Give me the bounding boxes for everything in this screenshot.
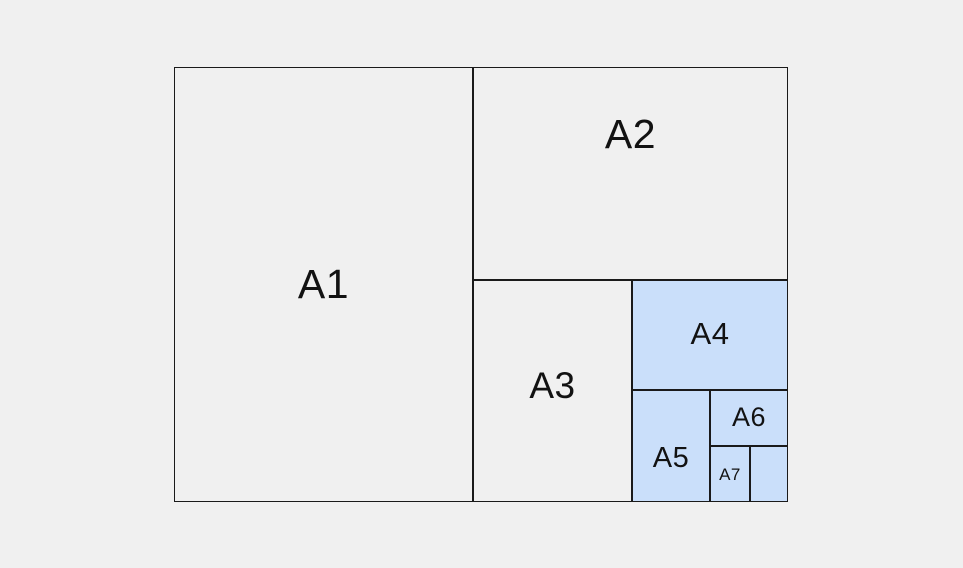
rect-a4-label: A4 <box>690 315 730 351</box>
rect-a3[interactable]: A3 <box>473 280 632 502</box>
nested-rectangle-partition: A1 A2 A3 A4 A5 A6 A7 <box>174 67 788 502</box>
rect-a5-label: A5 <box>652 441 690 474</box>
rect-a6[interactable]: A6 <box>710 390 788 446</box>
rect-a2-label: A2 <box>604 111 657 157</box>
rect-a1-label: A1 <box>297 261 350 307</box>
rect-a1[interactable]: A1 <box>174 67 473 502</box>
rect-a6-label: A6 <box>731 401 767 432</box>
rect-a5[interactable]: A5 <box>632 390 710 502</box>
rect-a7[interactable]: A7 <box>710 446 750 502</box>
rect-a2[interactable]: A2 <box>473 67 788 280</box>
rect-a3-label: A3 <box>529 364 576 406</box>
rect-a7-label: A7 <box>719 464 741 484</box>
rect-a8-unlabeled[interactable] <box>750 446 788 502</box>
rect-a4[interactable]: A4 <box>632 280 788 390</box>
